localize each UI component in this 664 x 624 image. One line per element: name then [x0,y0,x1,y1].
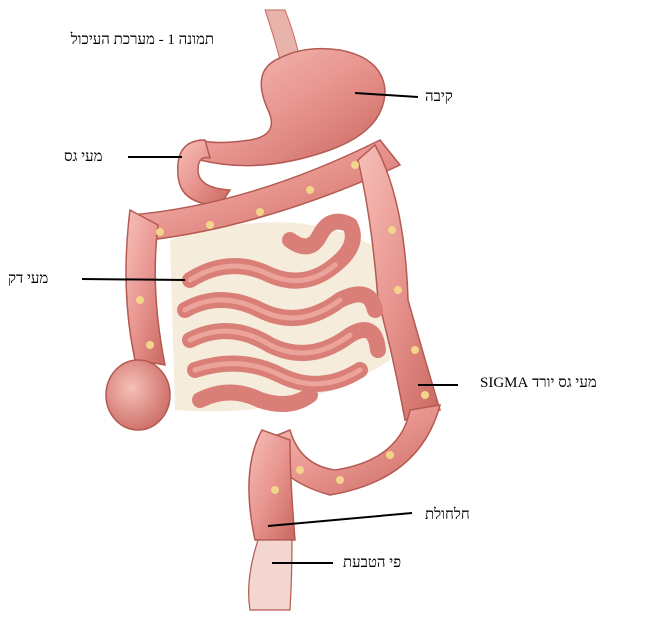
anal-canal [249,540,292,610]
cecum [106,360,170,430]
label-rectum: חלחולת [425,505,470,525]
leader-line-small-intestine [82,279,185,280]
label-stomach: קיבה [425,87,453,107]
stomach [200,49,385,166]
label-small-intestine: מעי דק [8,269,48,289]
label-anus: פי הטבעת [343,553,401,573]
label-descending-colon-sigma: מעי גס יורד SIGMA [480,373,597,393]
label-colon: מעי גס [64,147,103,167]
